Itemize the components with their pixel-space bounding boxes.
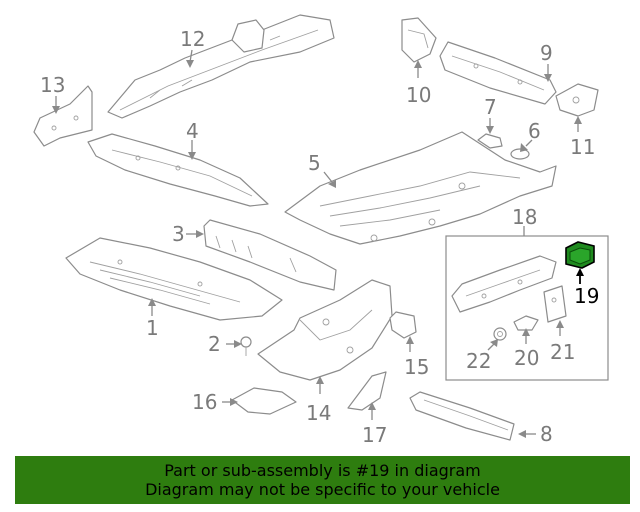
callout-9: 9 (540, 41, 553, 65)
callout-18: 18 (512, 205, 537, 229)
banner-line-2: Diagram may not be specific to your vehi… (145, 480, 500, 499)
callout-22: 22 (466, 349, 491, 373)
part-18-rail (451, 255, 557, 313)
callout-15: 15 (404, 355, 429, 379)
part-20-clip (513, 315, 539, 331)
sub-assembly-18-box (445, 235, 609, 381)
part-5-floor-pan (284, 131, 557, 245)
part-3-crossmember (203, 219, 337, 291)
part-17-panel (347, 371, 387, 411)
callout-8: 8 (540, 422, 553, 446)
callout-6: 6 (528, 119, 541, 143)
part-21-plate (543, 285, 567, 323)
callout-10: 10 (406, 83, 431, 107)
part-4-rail (87, 133, 269, 207)
part-15-bracket (389, 311, 417, 339)
callout-14: 14 (306, 401, 331, 425)
part-16-bracket (231, 387, 297, 415)
part-13-bracket (33, 85, 93, 147)
callout-13: 13 (40, 73, 65, 97)
callout-21: 21 (550, 340, 575, 364)
part-19-highlighted (565, 241, 595, 269)
part-22-nut (493, 327, 507, 341)
part-12-rail (107, 14, 335, 119)
banner-line-1: Part or sub-assembly is #19 in diagram (164, 461, 481, 480)
callout-4: 4 (186, 119, 199, 143)
part-10-bracket (401, 17, 437, 63)
callout-1: 1 (146, 316, 159, 340)
callout-20: 20 (514, 346, 539, 370)
part-9-crossmember (439, 41, 557, 105)
part-11-bracket (555, 83, 599, 117)
part-14-rail-assembly (257, 279, 393, 381)
callout-17: 17 (362, 423, 387, 447)
callout-16: 16 (192, 390, 217, 414)
callout-5: 5 (308, 151, 321, 175)
part-7-clip (477, 133, 503, 149)
part-6-plug (510, 148, 530, 160)
part-8-rail (409, 391, 515, 441)
callout-3: 3 (172, 222, 185, 246)
callout-19: 19 (574, 284, 599, 308)
part-1-rear-floor (65, 237, 283, 321)
callout-7: 7 (484, 95, 497, 119)
part-2-bolt (240, 336, 252, 356)
callout-12: 12 (180, 27, 205, 51)
callout-2: 2 (208, 332, 221, 356)
info-banner: Part or sub-assembly is #19 in diagram D… (15, 456, 630, 504)
parts-diagram: 12 13 4 10 9 11 (33, 14, 609, 447)
callout-11: 11 (570, 135, 595, 159)
